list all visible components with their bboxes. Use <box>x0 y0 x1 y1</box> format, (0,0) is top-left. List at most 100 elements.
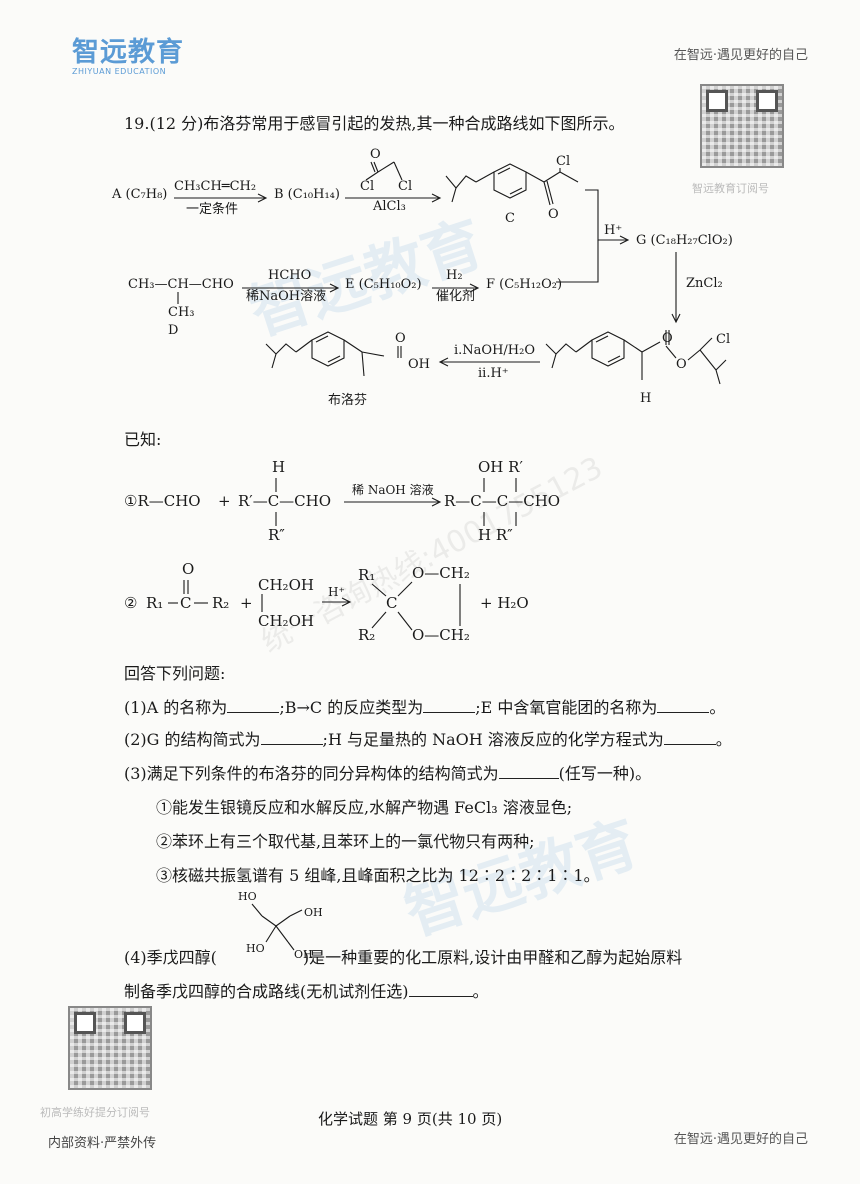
q1-blank-1[interactable] <box>227 698 280 713</box>
r1-product: R—C—C—CHO <box>444 492 560 510</box>
compound-g: G (C₁₈H₂₇ClO₂) <box>636 233 733 248</box>
question-2: (2)G 的结构简式为 ;H 与足量热的 NaOH 溶液反应的化学方程式为 。 <box>124 726 732 750</box>
condition-catalyst: 催化剂 <box>436 289 475 304</box>
compound-a: A (C₇H₈) <box>111 187 167 202</box>
h-cl: Cl <box>716 332 730 347</box>
compound-c-label: C <box>505 211 515 226</box>
answer-intro: 回答下列问题: <box>124 664 226 683</box>
compound-e: E (C₅H₁₀O₂) <box>345 277 422 292</box>
reagent-hplus: H⁺ <box>604 223 622 238</box>
condition-3: ③核磁共振氢谱有 5 组峰,且峰面积之比为 12∶2∶2∶1∶1。 <box>156 866 600 885</box>
q2-end: 。 <box>715 730 732 749</box>
penta-ho-top: HO <box>238 890 257 903</box>
r1-h: H <box>272 458 285 476</box>
r2-prod-ring-top: O—CH₂ <box>412 564 470 582</box>
reagent-hcho: HCHO <box>268 268 311 283</box>
q3-blank[interactable] <box>498 764 559 779</box>
r2-num: ② <box>124 594 137 612</box>
logo-text: 智远教育 <box>72 37 184 68</box>
pentaerythritol-structure: HO OH HO OH <box>238 890 323 961</box>
q1-part-c: ;E 中含氧官能团的名称为 <box>475 698 658 717</box>
known-label: 已知: <box>124 430 162 449</box>
r1-rdouble: R″ <box>268 526 285 544</box>
q4-part-b: )是一种重要的化工原料,设计由甲醛和乙醇为起始原料 <box>302 948 683 967</box>
ibuprofen-o: O <box>395 331 406 346</box>
q2-part-b: ;H 与足量热的 NaOH 溶液反应的化学方程式为 <box>322 730 664 749</box>
q3-part-a: (3)满足下列条件的布洛芬的同分异构体的结构简式为 <box>124 764 499 783</box>
r2-ch2oh-1: CH₂OH <box>258 576 314 594</box>
q4-part-c: 制备季戊四醇的合成路线(无机试剂任选) <box>124 982 409 1001</box>
q2-blank-2[interactable] <box>663 730 716 745</box>
r1-reactant-1: ①R—CHO <box>124 492 201 510</box>
q4-end: 。 <box>472 982 489 1001</box>
r2-prod-ring-bottom: O—CH₂ <box>412 626 470 644</box>
header-slogan: 在智远·遇见更好的自己 <box>673 48 808 63</box>
condition-naoh: 稀NaOH溶液 <box>246 289 326 304</box>
question-4: (4)季戊四醇( )是一种重要的化工原料,设计由甲醛和乙醇为起始原料 <box>124 944 682 968</box>
acyl-cl-1: Cl <box>360 179 374 194</box>
step-ii: ii.H⁺ <box>478 366 509 381</box>
footer-slogan: 在智远·遇见更好的自己 <box>673 1132 808 1147</box>
r1-condition: 稀 NaOH 溶液 <box>352 482 434 497</box>
q1-end: 。 <box>709 698 726 717</box>
qr-code-bottom <box>68 1006 152 1090</box>
r1-product-bottom: H R″ <box>478 526 513 544</box>
r2-hplus: H⁺ <box>328 585 345 599</box>
compound-h-label: H <box>640 391 651 406</box>
question-title: 19.(12 分)布洛芬常用于感冒引起的发热,其一种合成路线如下图所示。 <box>124 114 625 133</box>
question-4-cont: 制备季戊四醇的合成路线(无机试剂任选) 。 <box>124 978 489 1002</box>
penta-oh-bottom: OH <box>294 948 313 961</box>
compound-b: B (C₁₀H₁₄) <box>274 187 340 202</box>
brand-logo: 智远教育 ZHIYUAN EDUCATION <box>72 30 184 76</box>
q1-part-b: ;B→C 的反应类型为 <box>279 698 424 717</box>
q2-blank-1[interactable] <box>260 730 323 745</box>
acyl-o: O <box>370 147 381 162</box>
reagent-zncl2: ZnCl₂ <box>686 276 723 291</box>
d-methyl: CH₃ <box>168 305 195 320</box>
ibuprofen-label: 布洛芬 <box>328 393 367 408</box>
catalyst-alcl3: AlCl₃ <box>372 199 406 214</box>
step-i: i.NaOH/H₂O <box>454 343 535 358</box>
qr-code-top <box>700 84 784 168</box>
page-number: 化学试题 第 9 页(共 10 页) <box>318 1110 503 1128</box>
r1-plus: + <box>218 492 231 510</box>
h-o-ester: O <box>676 357 687 372</box>
c-o: O <box>548 207 559 222</box>
q4-blank[interactable] <box>408 982 473 997</box>
q2-part-a: (2)G 的结构简式为 <box>124 730 261 749</box>
penta-oh-right: OH <box>304 906 323 919</box>
q1-blank-3[interactable] <box>657 698 710 713</box>
acyl-cl-2: Cl <box>398 179 412 194</box>
synthesis-scheme: A (C₇H₈) CH₃CH═CH₂ 一定条件 B (C₁₀H₁₄) O Cl … <box>111 147 733 408</box>
r2-plus: + <box>240 594 253 612</box>
r2-ch2oh-2: CH₂OH <box>258 612 314 630</box>
reagent-h2: H₂ <box>446 268 463 283</box>
c-cl: Cl <box>556 154 570 169</box>
d-label: D <box>168 323 178 338</box>
compound-d: CH₃—CH—CHO <box>128 277 234 292</box>
r1-reactant-2: R′—C—CHO <box>238 492 331 510</box>
condition-1: 一定条件 <box>186 201 238 217</box>
question-3: (3)满足下列条件的布洛芬的同分异构体的结构简式为(任写一种)。 <box>124 760 651 784</box>
q4-part-a: (4)季戊四醇( <box>124 948 217 967</box>
condition-1: ①能发生银镜反应和水解反应,水解产物遇 FeCl₃ 溶液显色; <box>156 798 573 817</box>
logo-subtext: ZHIYUAN EDUCATION <box>72 67 167 76</box>
penta-ho-left: HO <box>246 942 265 955</box>
q1-part-a: (1)A 的名称为 <box>124 698 228 717</box>
r2-prod-c: C <box>386 594 397 612</box>
question-1: (1)A 的名称为 ;B→C 的反应类型为 ;E 中含氧官能团的名称为 。 <box>124 694 725 718</box>
qr-label-top: 智远教育订阅号 <box>692 182 769 195</box>
q1-blank-2[interactable] <box>423 698 476 713</box>
condition-2: ②苯环上有三个取代基,且苯环上的一氯代物只有两种; <box>156 832 535 851</box>
r2-water: + H₂O <box>480 594 529 612</box>
compound-f: F (C₅H₁₂O₂) <box>486 277 562 292</box>
ibuprofen-oh: OH <box>408 357 430 372</box>
reagent-propene: CH₃CH═CH₂ <box>174 179 256 194</box>
known-reactions: ①R—CHO + H R′—C—CHO R″ 稀 NaOH 溶液 OH R′ R… <box>124 458 560 644</box>
r2-prod-r2: R₂ <box>358 626 375 644</box>
qr-label-bottom: 初高学练好提分订阅号 <box>40 1106 150 1119</box>
r2-prod-r1: R₁ <box>358 566 375 584</box>
r2-o: O <box>182 560 194 578</box>
r2-r2: R₂ <box>212 594 229 612</box>
r2-r1: R₁ <box>146 594 163 612</box>
